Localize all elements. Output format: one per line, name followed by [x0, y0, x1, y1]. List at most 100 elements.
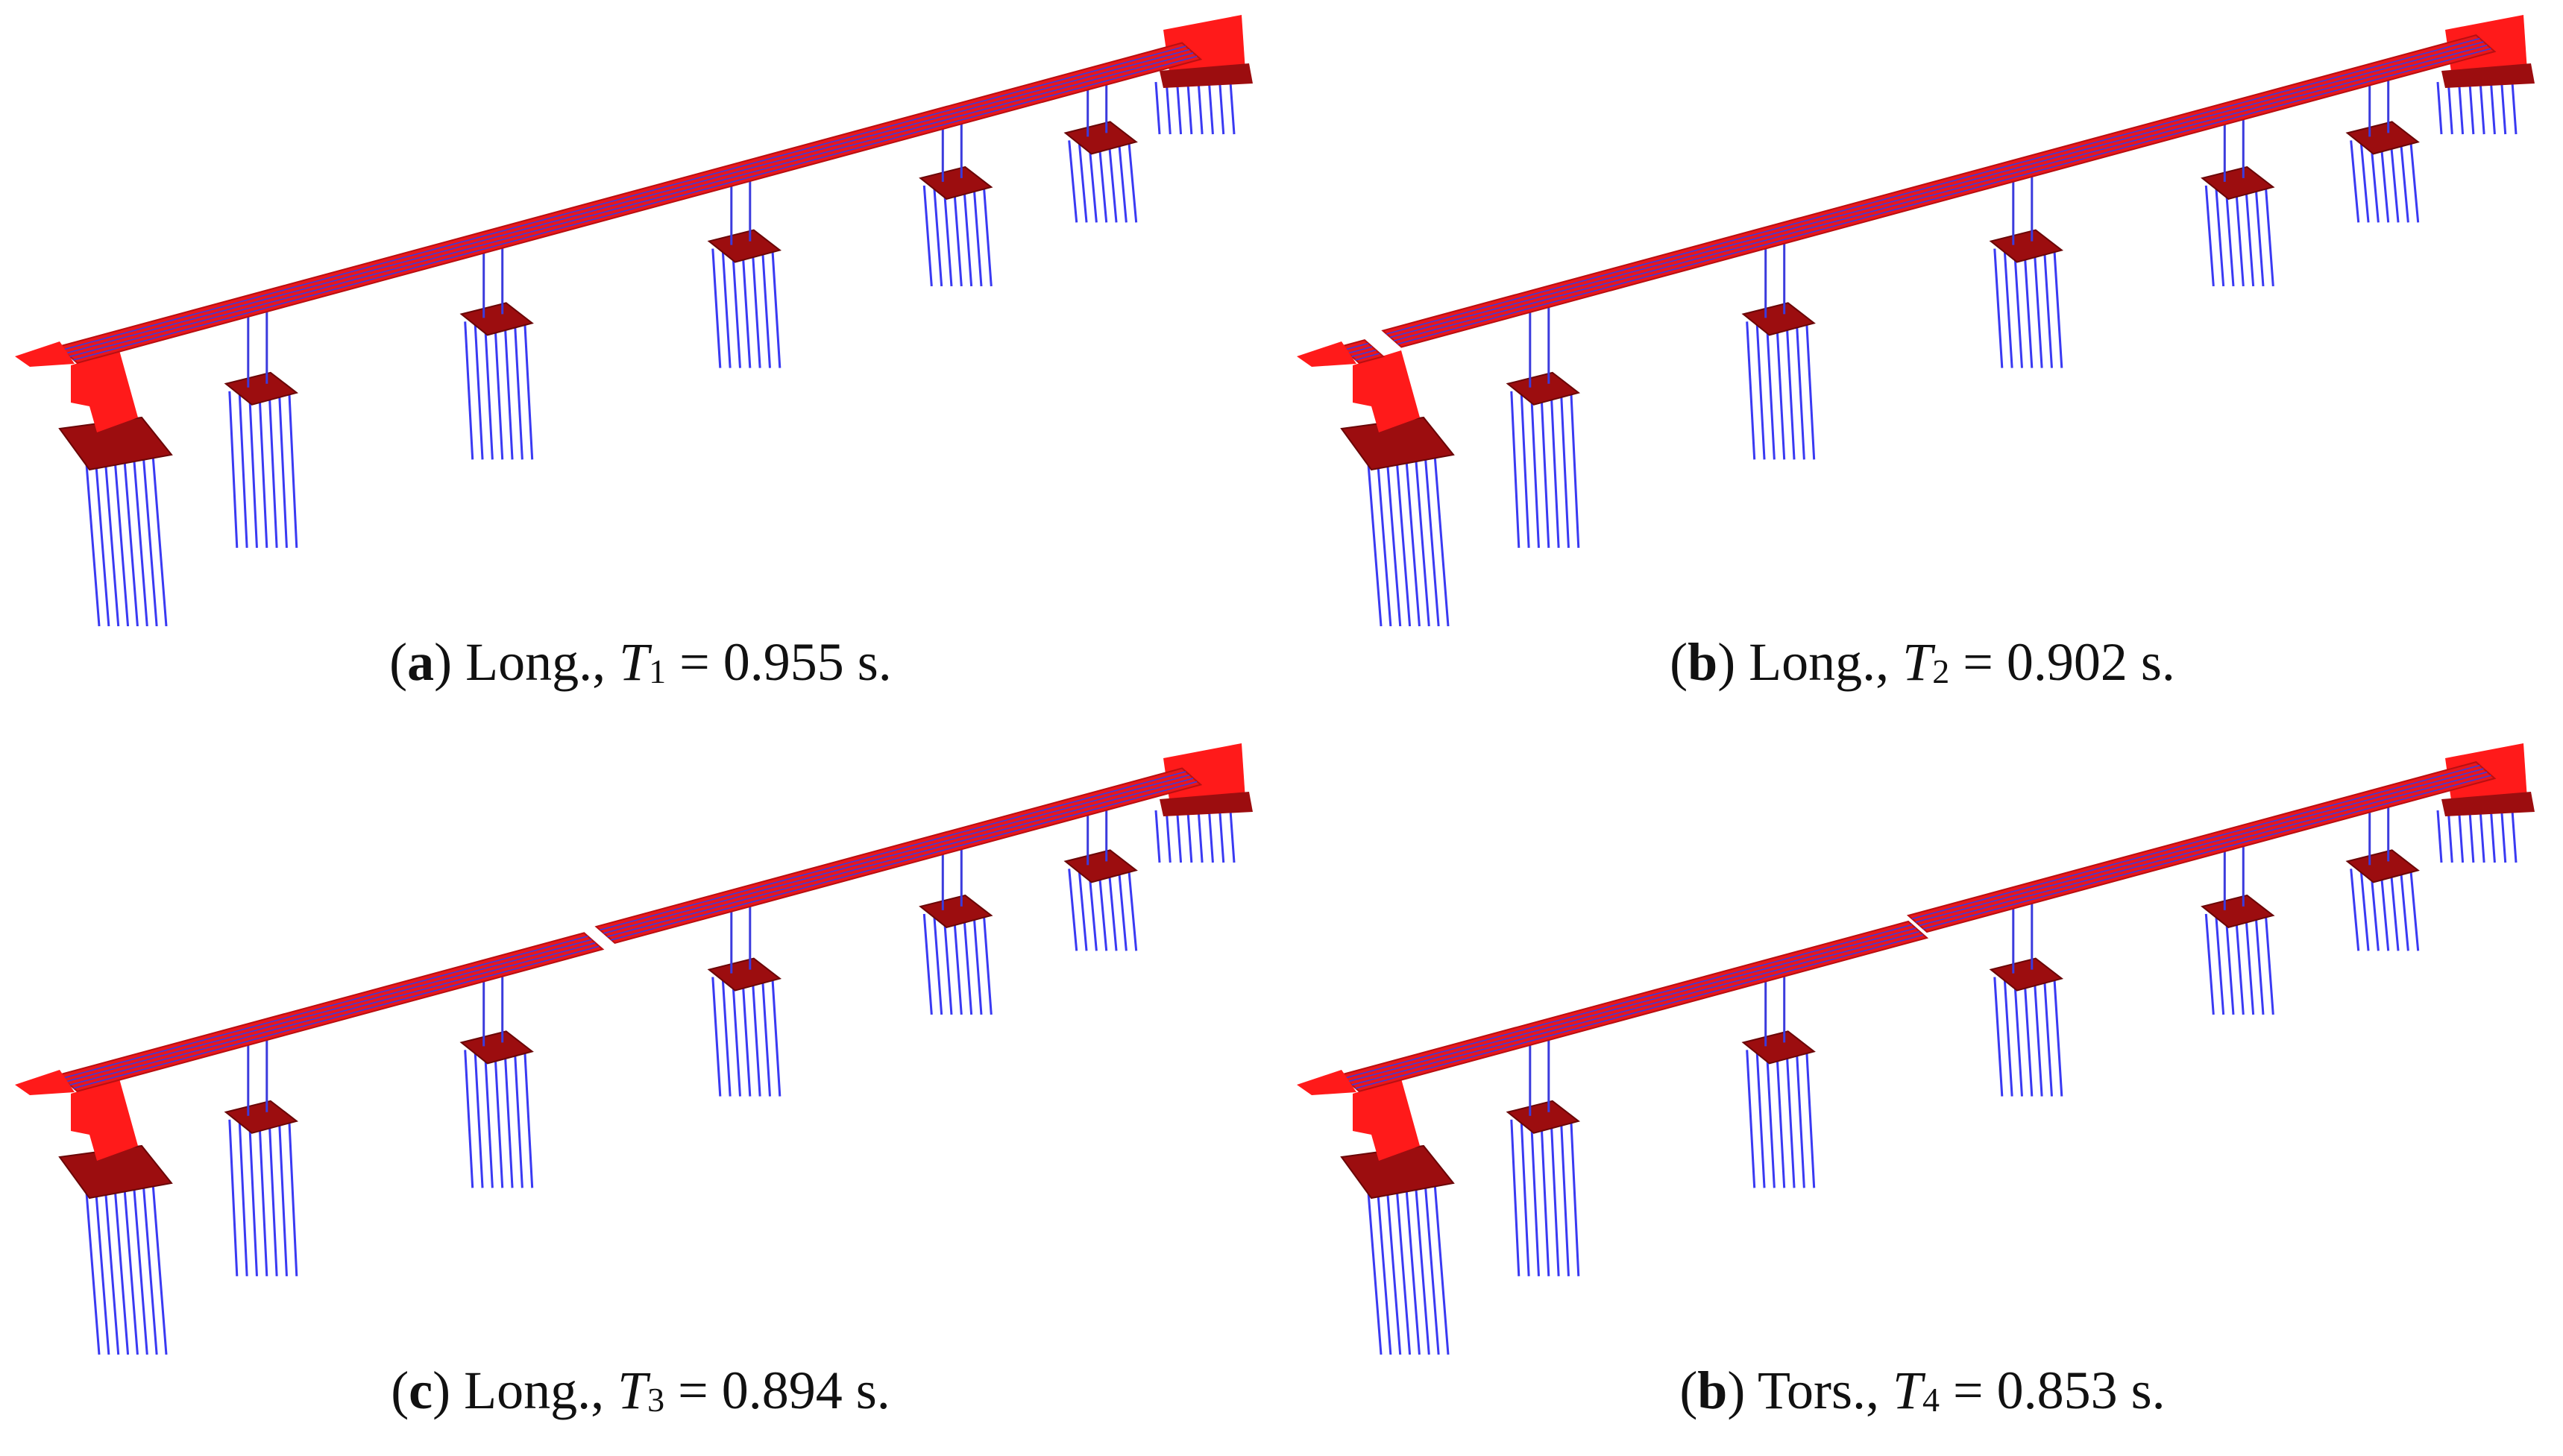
right-abutment-pile	[2479, 810, 2485, 863]
deck-left-girder-line	[62, 936, 588, 1080]
pier-4-pile	[952, 185, 963, 287]
pier-1-pile	[1570, 391, 1580, 548]
pier-1-pile	[248, 1119, 258, 1276]
deck-right-girder-line	[1915, 768, 2484, 923]
left-abutment-pile	[1433, 1182, 1450, 1355]
left-abutment-pile	[151, 454, 168, 626]
left-abutment-pile	[113, 454, 130, 626]
pier-1-pile	[277, 391, 288, 548]
pier-5-pile	[1128, 869, 1138, 951]
right-abutment-pile	[2489, 810, 2496, 863]
deck-girder-line	[69, 52, 1194, 358]
right-abutment-pile	[2458, 81, 2465, 135]
pier-4-pile	[963, 185, 973, 287]
pier-1-pile	[268, 391, 278, 548]
right-abutment-pile	[2447, 81, 2453, 135]
right-abutment-pile	[2511, 810, 2518, 863]
pier-4-pile	[2215, 185, 2225, 287]
right-abutment-pile	[2511, 81, 2518, 135]
left-abutment-pile	[1395, 1182, 1412, 1355]
pier-5-pile	[1098, 140, 1108, 223]
left-abutment-pile	[94, 454, 110, 626]
pier-1-pile	[1540, 1119, 1550, 1276]
bridge-model-a	[15, 15, 1253, 626]
pier-5-pile	[1117, 140, 1128, 223]
pier-2-pile	[1755, 321, 1766, 460]
pier-3-pile	[761, 248, 771, 368]
left-abutment-pile	[151, 1182, 168, 1355]
left-abutment-pile	[1414, 454, 1430, 626]
pier-1-pile	[248, 391, 258, 548]
pier-3-pile	[711, 977, 722, 1097]
pier-2-pile	[483, 321, 494, 460]
pier-5-pile	[1107, 140, 1118, 223]
right-abutment-pile	[2500, 81, 2507, 135]
pier-3-pile	[2033, 248, 2043, 368]
pier-5-pile	[1068, 140, 1078, 223]
right-abutment-pile	[1165, 81, 1172, 135]
pier-1-pile	[1510, 1119, 1520, 1276]
right-abutment-footing	[2441, 63, 2535, 88]
deck-left-tip	[1297, 341, 1356, 367]
pier-2-pile	[1795, 1050, 1805, 1188]
pier-1-cap	[1506, 1100, 1581, 1134]
right-abutment-pile	[1218, 81, 1225, 135]
pier-3-pile	[751, 977, 761, 1097]
left-abutment-pile	[1376, 1182, 1392, 1355]
pier-3-cap	[707, 229, 782, 263]
pier-3-pile	[731, 977, 741, 1097]
pier-2-pile	[503, 321, 514, 460]
deck-left-girder-line	[69, 942, 596, 1086]
pier-1-pile	[258, 1119, 268, 1276]
pier-4-cap	[919, 166, 993, 201]
pier-3-pile	[721, 977, 732, 1097]
pier-5-pile	[2369, 140, 2380, 223]
left-abutment-pile	[132, 454, 148, 626]
pier-5-cap	[2345, 121, 2420, 155]
pier-1-pile	[277, 1119, 288, 1276]
left-abutment-pile	[122, 454, 139, 626]
pier-4-cap	[919, 894, 993, 929]
pier-4-pile	[2245, 913, 2255, 1015]
pier-1-pile	[268, 1119, 278, 1276]
deck-right-girder-line	[1911, 764, 2480, 920]
pier-5-pile	[2409, 869, 2420, 951]
pier-3-pile	[2003, 248, 2013, 368]
right-abutment-footing	[2441, 792, 2535, 816]
pier-3-pile	[741, 977, 752, 1097]
pier-5-pile	[1128, 140, 1138, 223]
bridge-model-d	[1297, 743, 2535, 1355]
pier-1-pile	[1550, 1119, 1560, 1276]
pier-5-pile	[1078, 140, 1088, 223]
pier-3-pile	[711, 248, 722, 368]
pier-4-pile	[972, 185, 983, 287]
deck-girder-line	[1397, 48, 2491, 345]
pier-4-pile	[2224, 185, 2235, 287]
pier-5-pile	[1117, 869, 1128, 951]
pier-2-pile	[1795, 321, 1805, 460]
pier-5-pile	[2350, 869, 2360, 951]
right-abutment-pile	[1186, 810, 1193, 863]
pier-2-pile	[1765, 321, 1776, 460]
left-abutment-pile	[84, 1182, 101, 1355]
pier-1-pile	[288, 1119, 298, 1276]
deck-girder-line	[1393, 44, 2488, 341]
pier-1-pile	[1550, 391, 1560, 548]
pier-5-pile	[2409, 140, 2420, 223]
left-abutment-pile	[142, 454, 158, 626]
pier-5-pile	[2389, 140, 2400, 223]
left-abutment-wall	[71, 350, 138, 432]
pier-1-cap	[224, 371, 299, 406]
caption-a: (a) Long., T1 = 0.955 s.	[389, 632, 892, 692]
right-abutment-footing	[1160, 63, 1253, 88]
right-abutment-pile	[2468, 81, 2475, 135]
pier-2-pile	[464, 1050, 474, 1188]
deck-right-girder-line	[607, 778, 1194, 938]
pier-2-pile	[1765, 1050, 1776, 1188]
pier-2-pile	[483, 1050, 494, 1188]
deck-girder-line	[1389, 41, 2484, 338]
deck-end-girder-line	[1351, 349, 1377, 358]
pier-4-cap	[2201, 166, 2275, 201]
pier-4-pile	[2254, 185, 2265, 287]
pier-5-pile	[2399, 140, 2409, 223]
